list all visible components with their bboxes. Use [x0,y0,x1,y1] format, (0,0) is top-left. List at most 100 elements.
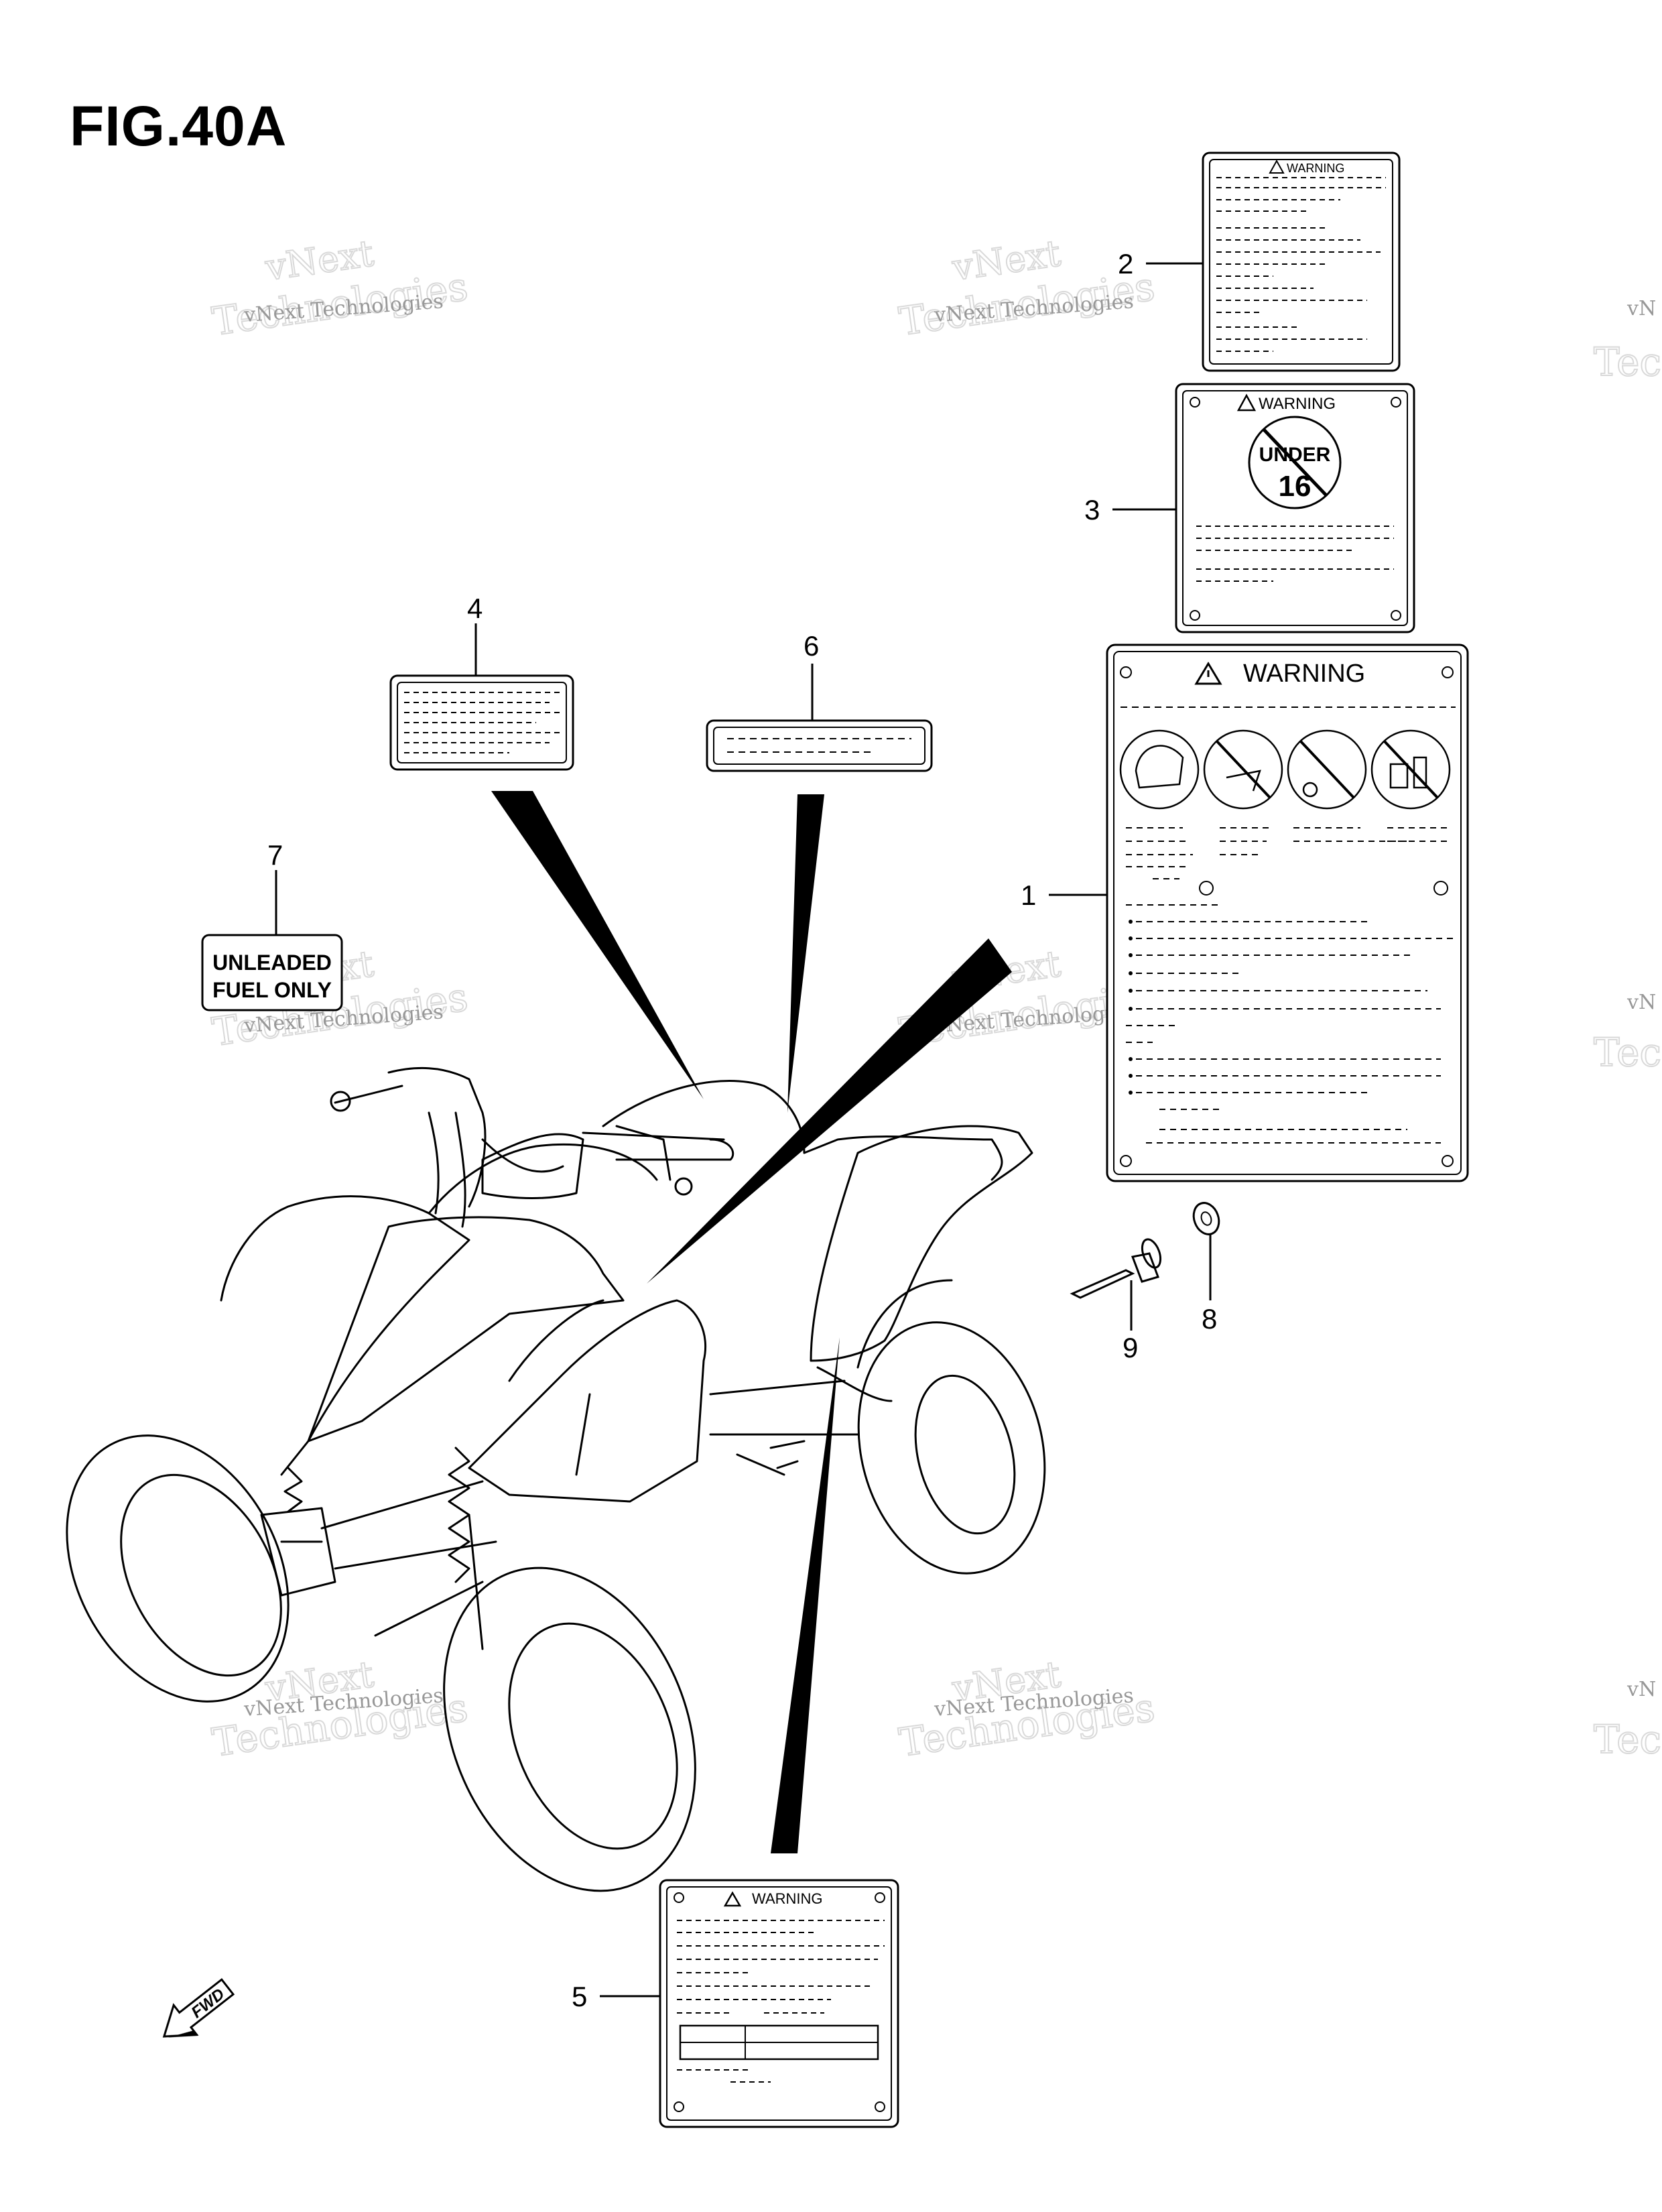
mount-hole [1190,610,1200,621]
atv-drawing [66,1066,1046,1892]
callout-5: 5 [572,1981,587,2012]
watermark-text-partial: vN [1626,991,1656,1014]
label-5: WARNING [659,1879,899,2128]
mount-hole [1120,666,1132,678]
label-2: WARNING [1202,151,1401,372]
mount-hole [1190,397,1200,408]
washer-part [1192,1202,1220,1235]
prohibited-slash-icon [1262,428,1328,497]
label-4-inner [397,682,567,763]
label-2-warning-text: WARNING [1287,162,1344,175]
wheel-arc [856,1279,953,1369]
label-6 [706,719,933,772]
no-passenger-pictogram-icon [1203,729,1283,810]
lever-end [674,1177,693,1196]
label-6-outer [706,719,933,772]
warning-triangle-icon [1269,159,1285,174]
watermark: Technologies vNext [208,231,471,345]
rivet-head [1141,1238,1162,1269]
mount-hole [1442,1155,1454,1167]
fuel-label-line-2: FUEL ONLY [212,978,332,1002]
callout-8: 8 [1202,1303,1217,1335]
front-suspension [709,1379,859,1476]
label-1-text-lines [1126,827,1454,1144]
mount-hole [875,1892,885,1903]
helmet-pictogram-icon [1119,729,1200,810]
rivet-pin [1070,1269,1135,1299]
no-paved-road-pictogram-icon [1287,729,1367,810]
mount-hole [1391,397,1401,408]
label-3-inner [1182,390,1408,626]
label-1-warning-text: WARNING [1243,660,1365,688]
label-3-warning-text: WARNING [1259,395,1336,413]
bullet-dots [1129,920,1133,1095]
callout-4: 4 [467,593,483,624]
mount-hole [674,1892,684,1903]
mirror-left [330,1091,351,1112]
figure-title: FIG.40A [70,95,287,158]
watermark-text-partial: vN [1626,1678,1656,1701]
label-1-inner [1113,651,1462,1175]
label-1-outer [1106,643,1469,1182]
pictogram-row [1119,729,1451,810]
mount-hole [1433,881,1448,896]
label-3: WARNING UNDER 16 [1175,383,1415,633]
label-1: WARNING [1106,643,1469,1182]
pointer-wedges [491,791,1012,1853]
watermark: Technologies vNext [895,231,1158,345]
label-5-outer [659,1879,899,2128]
watermark-text-partial: vN [1626,297,1656,320]
label-3-text-lines [1196,526,1394,582]
callout-7: 7 [267,839,283,871]
label-7: UNLEADED FUEL ONLY [201,934,343,1011]
mount-hole [1391,610,1401,621]
wheel-front-right [857,1321,1046,1575]
handlebar-right [582,1131,734,1161]
label-6-inner [713,727,925,765]
label-2-inner [1209,159,1393,365]
mount-hole [875,2101,885,2112]
wheel-front-right-inner [914,1374,1016,1535]
callout-9: 9 [1123,1332,1138,1363]
wheel-front-left [443,1566,696,1892]
wheel-front-left-inner [508,1622,678,1850]
rivet-part [1070,1238,1162,1299]
handlebar-left [334,1066,487,1208]
washer-outer [1192,1202,1220,1235]
watermark-text-partial: Tec [1594,1717,1661,1762]
mount-hole [1199,881,1214,896]
label-5-text-lines [677,1920,885,2083]
warning-triangle-icon [723,1891,742,1907]
label-7-outer [201,934,343,1011]
no-alcohol-pictogram-icon [1370,729,1451,810]
label-5-warning-text: WARNING [752,1890,823,1907]
cables [428,1111,564,1228]
warning-triangle-icon [1236,393,1257,412]
brake-lever [615,1125,672,1181]
pointer-label-4 [491,791,704,1099]
label-2-outer [1202,151,1401,372]
callout-1: 1 [1021,879,1036,911]
side-panel [468,1299,707,1503]
callout-2: 2 [1118,248,1133,280]
fwd-arrow-icon: FWD [162,1978,235,2038]
side-panel-detail [508,1299,604,1476]
callout-3: 3 [1084,494,1100,526]
warning-triangle-icon [1194,662,1222,685]
front-suspension-detail [769,1440,806,1469]
pointer-label-5 [771,1337,840,1853]
front-fender [810,1125,1033,1362]
pointer-label-6 [787,794,824,1113]
headlight-cowl [481,1133,584,1199]
pointer-label-1 [647,938,1012,1284]
wheel-rear-left [66,1434,290,1703]
washer-hole [1200,1211,1212,1226]
shock-spring [448,1447,470,1583]
mount-hole [1442,666,1454,678]
label-6-text-lines [727,738,911,753]
mount-hole [1120,1155,1132,1167]
mount-hole [674,2101,684,2112]
label-4-text-lines [404,692,560,753]
